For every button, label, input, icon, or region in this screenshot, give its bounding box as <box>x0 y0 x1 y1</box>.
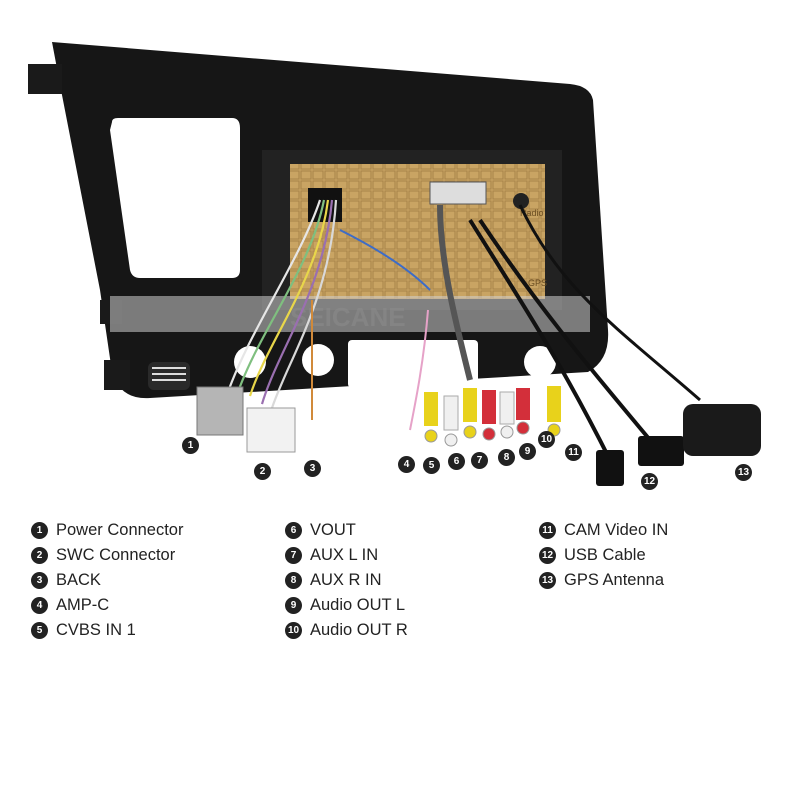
legend-item: 7 AUX L IN <box>285 543 408 568</box>
mount-tab-bottom <box>104 360 130 390</box>
legend-item: 2 SWC Connector <box>31 543 183 568</box>
air-vent <box>148 362 190 390</box>
usb-plug-1 <box>596 450 624 486</box>
radio-antenna-socket <box>513 193 529 209</box>
legend-item: 10 Audio OUT R <box>285 618 408 643</box>
legend-label: CVBS IN 1 <box>56 621 136 639</box>
callout-8: 8 <box>498 449 515 466</box>
legend-number: 4 <box>31 597 48 614</box>
usb-cable-2 <box>478 218 652 442</box>
callout-2: 2 <box>254 463 271 480</box>
legend-label: BACK <box>56 571 101 589</box>
callout-4: 4 <box>398 456 415 473</box>
rca-bundle <box>437 204 473 381</box>
legend-item: 9 Audio OUT L <box>285 593 408 618</box>
legend-label: Audio OUT L <box>310 596 406 614</box>
callout-13: 13 <box>735 464 752 481</box>
legend-item: 13 GPS Antenna <box>539 568 668 593</box>
frame-slot <box>348 340 478 388</box>
blue-wire <box>339 229 431 291</box>
legend-item: 4 AMP-C <box>31 593 183 618</box>
callout-9: 9 <box>519 443 536 460</box>
legend-column-2: 6 VOUT 7 AUX L IN 8 AUX R IN 9 Audio OUT L 1… <box>285 518 408 643</box>
legend-label: SWC Connector <box>56 546 176 564</box>
usb-plug-2 <box>638 436 684 466</box>
callout-10: 10 <box>538 431 555 448</box>
callout-3: 3 <box>304 460 321 477</box>
panel-label-radio: Radio <box>520 208 544 218</box>
legend-number: 10 <box>285 622 302 639</box>
legend-label: AUX L IN <box>310 546 379 564</box>
legend-item: 5 CVBS IN 1 <box>31 618 183 643</box>
power-harness-wires <box>226 199 338 409</box>
legend-number: 3 <box>31 572 48 589</box>
multi-pin-socket <box>429 181 487 205</box>
legend-label: Power Connector <box>56 521 184 539</box>
legend-label: AUX R IN <box>310 571 382 589</box>
panel-label-gps: GPS <box>528 278 547 288</box>
rca-plugs <box>424 386 561 447</box>
legend-label: GPS Antenna <box>564 571 664 589</box>
legend-item: 1 Power Connector <box>31 518 183 543</box>
bezel-window-cutout <box>110 118 240 278</box>
callout-6: 6 <box>448 453 465 470</box>
callout-1: 1 <box>182 437 199 454</box>
legend-number: 2 <box>31 547 48 564</box>
swc-connector-plug <box>246 407 296 453</box>
callout-5: 5 <box>423 457 440 474</box>
legend-column-3: 11 CAM Video IN 12 USB Cable 13 GPS Antenna <box>539 518 668 593</box>
legend-item: 12 USB Cable <box>539 543 668 568</box>
legend-number: 9 <box>285 597 302 614</box>
legend-item: 11 CAM Video IN <box>539 518 668 543</box>
legend-item: 3 BACK <box>31 568 183 593</box>
legend-number: 13 <box>539 572 556 589</box>
legend-number: 6 <box>285 522 302 539</box>
usb-cable <box>468 218 612 461</box>
legend-label: VOUT <box>310 521 356 539</box>
power-connector-plug <box>196 386 244 436</box>
amp-wire <box>409 309 429 431</box>
legend-item: 6 VOUT <box>285 518 408 543</box>
frame-hole-mid <box>302 344 334 376</box>
gps-antenna-puck <box>683 404 761 456</box>
frame-hole-right <box>524 346 556 378</box>
brand-watermark: SEICANE <box>290 302 406 332</box>
legend-number: 7 <box>285 547 302 564</box>
legend-number: 11 <box>539 522 556 539</box>
legend-number: 8 <box>285 572 302 589</box>
legend-item: 8 AUX R IN <box>285 568 408 593</box>
legend-label: USB Cable <box>564 546 646 564</box>
callout-12: 12 <box>641 473 658 490</box>
mount-tab-top <box>28 64 62 94</box>
legend-number: 1 <box>31 522 48 539</box>
legend-label: Audio OUT R <box>310 621 408 639</box>
legend-label: CAM Video IN <box>564 521 669 539</box>
legend-number: 12 <box>539 547 556 564</box>
legend-label: AMP-C <box>56 596 110 614</box>
callout-11: 11 <box>565 444 582 461</box>
legend-number: 5 <box>31 622 48 639</box>
brand-band <box>110 296 590 332</box>
gps-cable <box>518 204 701 402</box>
callout-7: 7 <box>471 452 488 469</box>
product-photo: Radio GPS SEICANE <box>28 42 761 486</box>
